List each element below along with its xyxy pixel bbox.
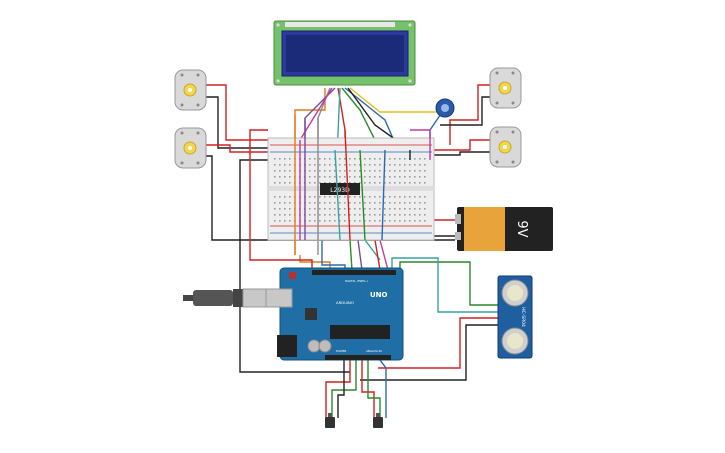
arduino-uno: UNO ARDUINO DIGITAL (PWM~) POWER ANALOG …	[265, 267, 404, 361]
sensor-left	[325, 413, 335, 428]
arduino-logo: ARDUINO	[336, 300, 354, 305]
wire-us-1	[399, 261, 498, 306]
wire-drv-ard-2	[321, 240, 346, 270]
lcd-display	[273, 20, 416, 86]
wire-motor-bl-red	[206, 144, 268, 153]
wires	[206, 84, 498, 418]
wire-motor-tr-black	[440, 96, 490, 126]
wire-sensor-r-green	[367, 360, 381, 418]
ultrasonic-label: HC-SR04	[520, 307, 526, 327]
digital-label: DIGITAL (PWM~)	[345, 279, 368, 283]
wire-sensor-r-blue	[379, 359, 387, 418]
motor-top-right	[489, 67, 522, 109]
wire-drv-ard-3	[349, 239, 353, 271]
analog-label: ANALOG IN	[366, 349, 382, 353]
sensor-right	[373, 413, 383, 428]
wire-left-black	[239, 159, 350, 373]
wire-left-red	[249, 129, 313, 270]
arduino-model: UNO	[370, 291, 388, 299]
wire-us-2	[391, 257, 498, 313]
battery-9v: 9V	[455, 207, 553, 251]
wire-motor-tl-red	[206, 84, 268, 141]
wire-lcd-5	[341, 87, 381, 151]
wire-lcd-7	[349, 87, 440, 113]
wire-drv-ard-4	[357, 239, 363, 271]
ultrasonic-sensor: HC-SR04	[497, 275, 533, 359]
wire-drv-ard-5	[374, 239, 381, 271]
motor-top-left	[174, 69, 207, 111]
potentiometer	[435, 98, 455, 118]
wire-motor-br-black	[430, 151, 490, 156]
wire-sensor-l-red	[325, 360, 351, 418]
wires-over-board	[294, 115, 431, 255]
motor-driver-label: L293D	[330, 187, 350, 194]
motor-bottom-right	[489, 126, 522, 168]
breadboard-holes	[274, 158, 426, 222]
wire-motor-br-red	[428, 139, 490, 151]
motor-driver-chip: L293D	[320, 183, 360, 195]
wire-motor-tr-red	[449, 84, 490, 145]
wire-drv-ard-1	[299, 255, 331, 270]
battery-label: 9V	[514, 220, 529, 237]
wire-motor-tl-black	[206, 96, 268, 149]
lcd-pins	[285, 22, 395, 27]
wire-sensor-l-black	[337, 360, 345, 418]
wire-us-3	[378, 317, 498, 369]
wire-us-4	[360, 324, 498, 381]
motor-bottom-left	[174, 127, 207, 169]
usb-cable	[183, 288, 267, 308]
power-label: POWER	[336, 349, 346, 353]
wire-drv-ard-6	[379, 239, 389, 271]
